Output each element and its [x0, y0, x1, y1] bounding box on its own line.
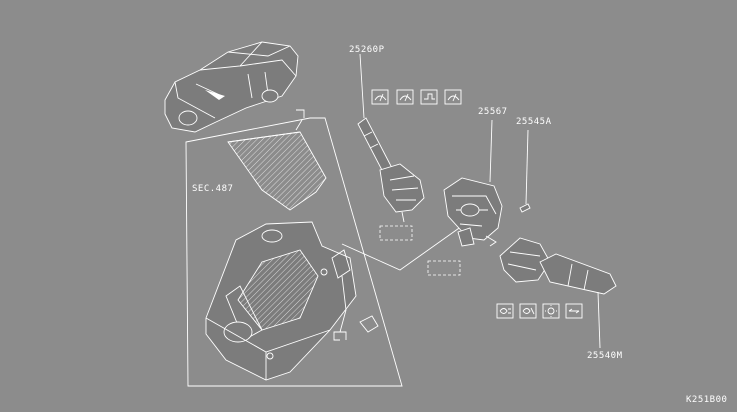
section-frame	[185, 117, 403, 387]
light-symbol-row	[496, 303, 583, 319]
light-sun-icon	[542, 303, 560, 319]
part-label-25260p: 25260P	[349, 45, 385, 55]
location-box-1	[379, 225, 413, 241]
part-label-25567: 25567	[478, 107, 508, 117]
headlamp-icon	[496, 303, 514, 319]
rear-wiper-icon	[444, 89, 462, 105]
part-label-25540m: 25540M	[587, 351, 623, 361]
column-cover-upper	[227, 109, 327, 211]
screw	[519, 129, 531, 213]
column-cover-lower	[205, 221, 379, 381]
washer-icon	[420, 89, 438, 105]
car-illustration	[164, 41, 299, 133]
location-box-2	[427, 260, 461, 276]
wiper-intermittent-icon	[396, 89, 414, 105]
beam-switch-icon	[565, 303, 583, 319]
light-switch	[499, 237, 617, 349]
section-ref-label: SEC.487	[192, 184, 233, 194]
fog-lamp-icon	[519, 303, 537, 319]
part-label-25545a: 25545A	[516, 117, 552, 127]
diagram-code: K251B00	[686, 395, 727, 405]
wiper-symbol-row	[371, 89, 462, 105]
wiper-icon	[371, 89, 389, 105]
combination-switch-base	[443, 119, 503, 247]
wiper-switch	[357, 53, 425, 223]
